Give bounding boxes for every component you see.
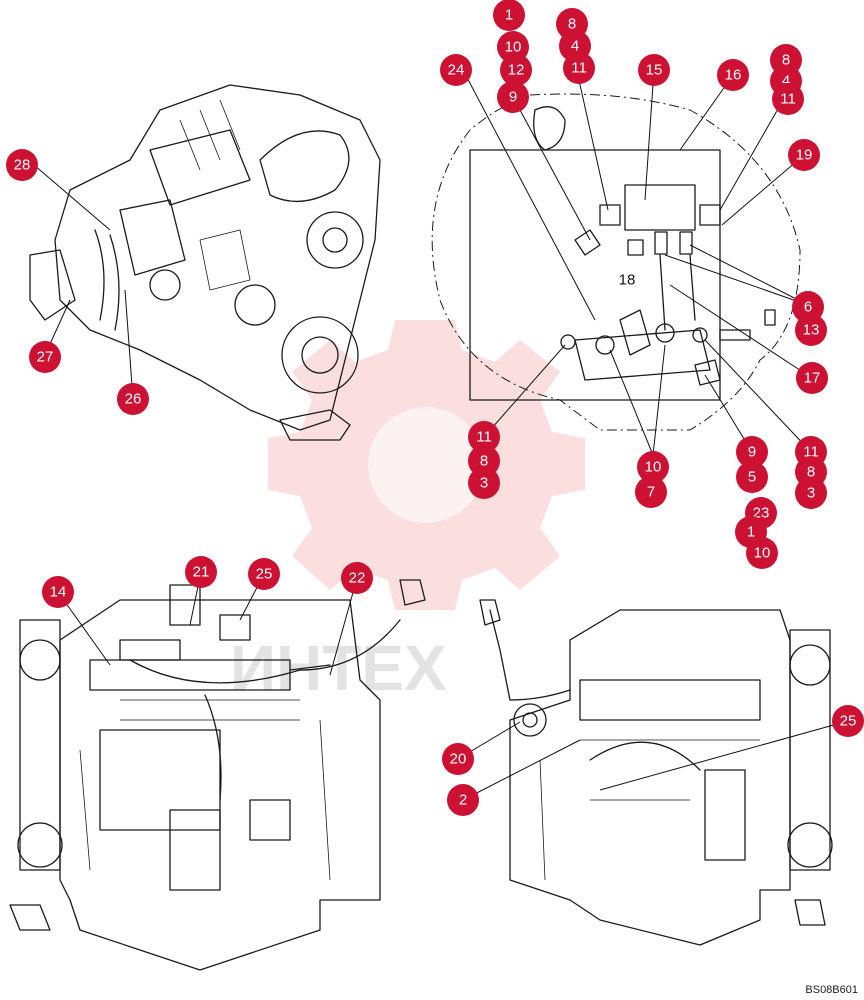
- callout-label: 26: [125, 391, 142, 408]
- callout-11: 11: [772, 83, 804, 115]
- callout-label: 15: [646, 62, 663, 79]
- callout-label: 28: [14, 157, 31, 174]
- watermark: ИНТЕХ: [230, 320, 585, 704]
- callout-label: 8: [568, 16, 576, 33]
- callout-26: 26: [117, 383, 149, 415]
- callout-17: 17: [796, 362, 828, 394]
- callout-label: 17: [804, 370, 821, 387]
- callout-label: 3: [480, 475, 488, 492]
- callout-28: 28: [6, 149, 38, 181]
- callout-label: 13: [803, 322, 820, 339]
- callout-label: 4: [571, 38, 579, 55]
- callout-11: 11: [563, 52, 595, 84]
- callout-19: 19: [788, 139, 820, 171]
- callout-label: 5: [748, 469, 756, 486]
- callout-label: 2: [459, 792, 467, 809]
- callout-1: 1: [493, 0, 525, 31]
- callout-7: 7: [635, 476, 667, 508]
- callout-label: 7: [647, 484, 655, 501]
- callout-11: 11: [468, 421, 500, 453]
- callout-13: 13: [795, 314, 827, 346]
- callout-24: 24: [440, 54, 472, 86]
- callout-label: 10: [645, 459, 662, 476]
- callout-5: 5: [736, 461, 768, 493]
- engine-isometric-view: [29, 84, 381, 441]
- callout-label: 8: [807, 464, 815, 481]
- callout-3: 3: [468, 467, 500, 499]
- callout-label: 25: [256, 566, 273, 583]
- callout-label: 12: [508, 62, 525, 79]
- callout-label: 27: [37, 349, 54, 366]
- callout-22: 22: [341, 562, 373, 594]
- callout-label: 16: [725, 67, 742, 84]
- callout-label: 8: [480, 453, 488, 470]
- callout-label: 10: [754, 545, 771, 562]
- callout-label: 20: [450, 751, 467, 768]
- callout-25: 25: [248, 558, 280, 590]
- callout-10: 10: [637, 451, 669, 483]
- callout-16: 16: [717, 59, 749, 91]
- callout-15: 15: [638, 54, 670, 86]
- callout-9: 9: [497, 81, 529, 113]
- callout-label: 1: [505, 7, 513, 24]
- callout-label: 11: [476, 429, 492, 446]
- callout-2: 2: [447, 784, 479, 816]
- callout-label: 21: [193, 564, 210, 581]
- callout-label: 9: [509, 89, 517, 106]
- callout-9: 9: [736, 436, 768, 468]
- leader-lines: [33, 39, 849, 801]
- callout-12: 12: [500, 54, 532, 86]
- callout-8: 8: [468, 445, 500, 477]
- callout-label: 10: [505, 39, 522, 56]
- callout-21: 21: [185, 556, 217, 588]
- plain-label-18: 18: [619, 272, 636, 289]
- callout-label: 11: [571, 60, 587, 77]
- callout-label: 11: [780, 91, 796, 108]
- callout-label: 1: [747, 524, 755, 541]
- callout-label: 11: [803, 444, 819, 461]
- engine-front-view: [9, 579, 426, 971]
- callout-10: 10: [746, 537, 778, 569]
- callout-14: 14: [42, 576, 74, 608]
- engine-rear-view: [479, 599, 833, 946]
- callout-label: 22: [349, 570, 366, 587]
- mounting-plate-view: [431, 93, 801, 431]
- callout-label: 6: [804, 299, 812, 316]
- callout-label: 9: [748, 444, 756, 461]
- callout-25: 25: [832, 705, 864, 737]
- callout-label: 24: [448, 62, 465, 79]
- callout-label: 25: [840, 713, 857, 730]
- callout-3: 3: [795, 477, 827, 509]
- callout-label: 14: [50, 584, 67, 601]
- callout-label: 3: [807, 485, 815, 502]
- callout-label: 8: [782, 52, 790, 69]
- figure-code: BS08B601: [805, 984, 858, 996]
- callout-label: 4: [782, 73, 790, 90]
- callout-27: 27: [29, 341, 61, 373]
- callout-label: 19: [796, 147, 813, 164]
- callout-20: 20: [442, 743, 474, 775]
